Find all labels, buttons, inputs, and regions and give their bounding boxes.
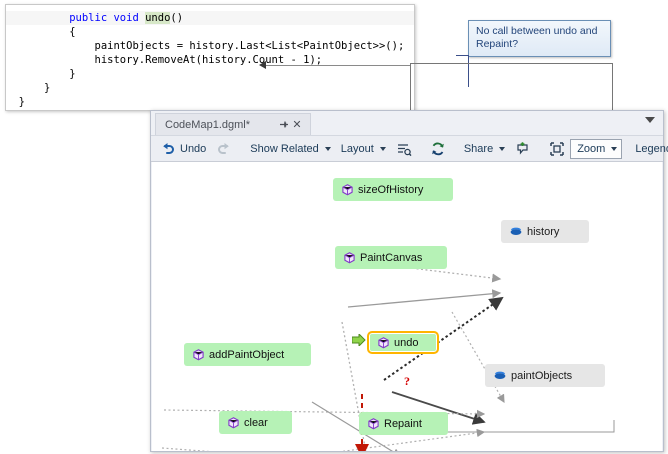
graph-node-paintObjects[interactable]: paintObjects [485, 364, 605, 387]
toolbar-comment-button[interactable] [510, 138, 536, 159]
toolbar-zoom-button[interactable]: Zoom [570, 138, 623, 159]
graph-node-history[interactable]: history [501, 220, 589, 243]
toolbar-legend-button[interactable]: Legend [630, 138, 668, 159]
code-indent [6, 67, 69, 81]
missing-call-question-label: ? [404, 374, 410, 388]
code-line: public void undo() [6, 11, 414, 25]
window-connector-top [410, 63, 612, 64]
graph-node-label: PaintCanvas [360, 251, 423, 264]
field-icon [494, 371, 506, 380]
code-line: history.RemoveAt(history.Count - 1); [6, 53, 414, 67]
redo-icon [216, 141, 232, 157]
code-line: } [6, 81, 414, 95]
code-token: undo [145, 12, 171, 24]
pin-icon[interactable] [276, 118, 290, 132]
code-map-toolbar: Undo Show Related Layout Share Zoom Legend [151, 135, 668, 162]
toolbar-undo-label: Undo [180, 142, 207, 155]
code-connector-line [265, 65, 410, 66]
code-indent [6, 11, 69, 25]
toolbar-filter-button[interactable] [391, 138, 417, 159]
refresh-icon [430, 141, 446, 157]
code-token: } [18, 96, 25, 108]
graph-node-label: clear [244, 416, 268, 429]
toolbar-legend-label: Legend [635, 142, 668, 155]
graph-node-clear[interactable]: clear [219, 411, 292, 434]
toolbar-zoom-label: Zoom [577, 142, 606, 155]
fit-to-screen-icon [549, 141, 565, 157]
tab-strip: CodeMap1.dgml* ✕ [151, 111, 663, 135]
chevron-down-icon [499, 146, 506, 151]
graph-node-label: history [527, 225, 560, 238]
code-token: public [69, 12, 108, 24]
comment-icon [515, 141, 531, 157]
undo-icon [160, 141, 176, 157]
toolbar-refresh-button[interactable] [425, 138, 451, 159]
code-line: { [6, 25, 414, 39]
method-icon [228, 416, 239, 429]
code-token: } [69, 68, 76, 80]
code-indent [6, 25, 69, 39]
code-token: () [170, 12, 184, 24]
tab-codemap1-dgml[interactable]: CodeMap1.dgml* ✕ [155, 113, 311, 135]
code-indent [6, 95, 19, 109]
graph-node-label: Repaint [384, 417, 422, 430]
chevron-down-icon[interactable] [645, 117, 655, 123]
graph-node-label: addPaintObject [209, 348, 285, 361]
code-token: { [69, 26, 76, 38]
toolbar-layout-button[interactable]: Layout [336, 138, 391, 159]
graph-node-sizeOfHistory[interactable]: sizeOfHistory [333, 178, 453, 201]
toolbar-show-related-label: Show Related [250, 142, 319, 155]
toolbar-layout-label: Layout [340, 142, 374, 155]
method-icon [378, 336, 389, 349]
annotation-callout-text: No call between undo and Repaint? [476, 25, 598, 50]
toolbar-show-related-button[interactable]: Show Related [245, 138, 336, 159]
graph-node-label: sizeOfHistory [358, 183, 424, 196]
annotation-callout-leader-horizontal [456, 55, 469, 56]
code-token: } [43, 82, 51, 94]
code-line: paintObjects = history.Last<List<PaintOb… [6, 39, 414, 53]
close-icon[interactable]: ✕ [292, 119, 302, 131]
graph-node-undo[interactable]: undo [367, 331, 439, 354]
toolbar-fit-to-screen-button[interactable] [544, 138, 570, 159]
annotation-callout: No call between undo and Repaint? [468, 20, 611, 57]
toolbar-share-button[interactable]: Share [459, 138, 510, 159]
pin-icon-svg [279, 121, 288, 128]
code-indent [6, 53, 95, 67]
method-icon [193, 348, 204, 361]
edge-layer [161, 260, 615, 451]
toolbar-redo-button [211, 138, 237, 159]
code-line: } [6, 67, 414, 81]
chevron-down-icon [611, 146, 618, 151]
chevron-down-icon [379, 146, 386, 151]
code-token: history.RemoveAt(history.Count - 1); [94, 54, 323, 66]
tab-title: CodeMap1.dgml* [165, 118, 250, 131]
chevron-down-icon [324, 146, 331, 151]
graph-node-label: paintObjects [511, 369, 573, 382]
toolbar-share-label: Share [463, 142, 494, 155]
method-icon [344, 251, 355, 264]
method-icon [342, 183, 353, 196]
code-indent [6, 81, 44, 95]
code-token: paintObjects = history.Last<List<PaintOb… [94, 40, 405, 52]
current-node-pointer-icon [352, 334, 366, 346]
filter-icon [396, 141, 412, 157]
toolbar-undo-button[interactable]: Undo [155, 138, 211, 159]
code-editor-pane[interactable]: public void undo() { paintObjects = hist… [5, 4, 415, 111]
code-map-window: CodeMap1.dgml* ✕ Undo Show Related Layout S… [150, 110, 668, 452]
code-indent [6, 39, 95, 53]
code-connector-arrowhead [259, 61, 266, 69]
graph-node-label: undo [394, 336, 419, 349]
code-line: } [6, 95, 414, 109]
code-token: void [113, 12, 139, 24]
field-icon [510, 227, 522, 236]
window-connector-left [410, 63, 411, 110]
graph-node-PaintCanvas[interactable]: PaintCanvas [335, 246, 447, 269]
graph-node-Repaint[interactable]: Repaint [359, 412, 448, 435]
method-icon [368, 417, 379, 430]
annotation-callout-leader-vertical [468, 55, 469, 87]
graph-node-addPaintObject[interactable]: addPaintObject [184, 343, 311, 366]
